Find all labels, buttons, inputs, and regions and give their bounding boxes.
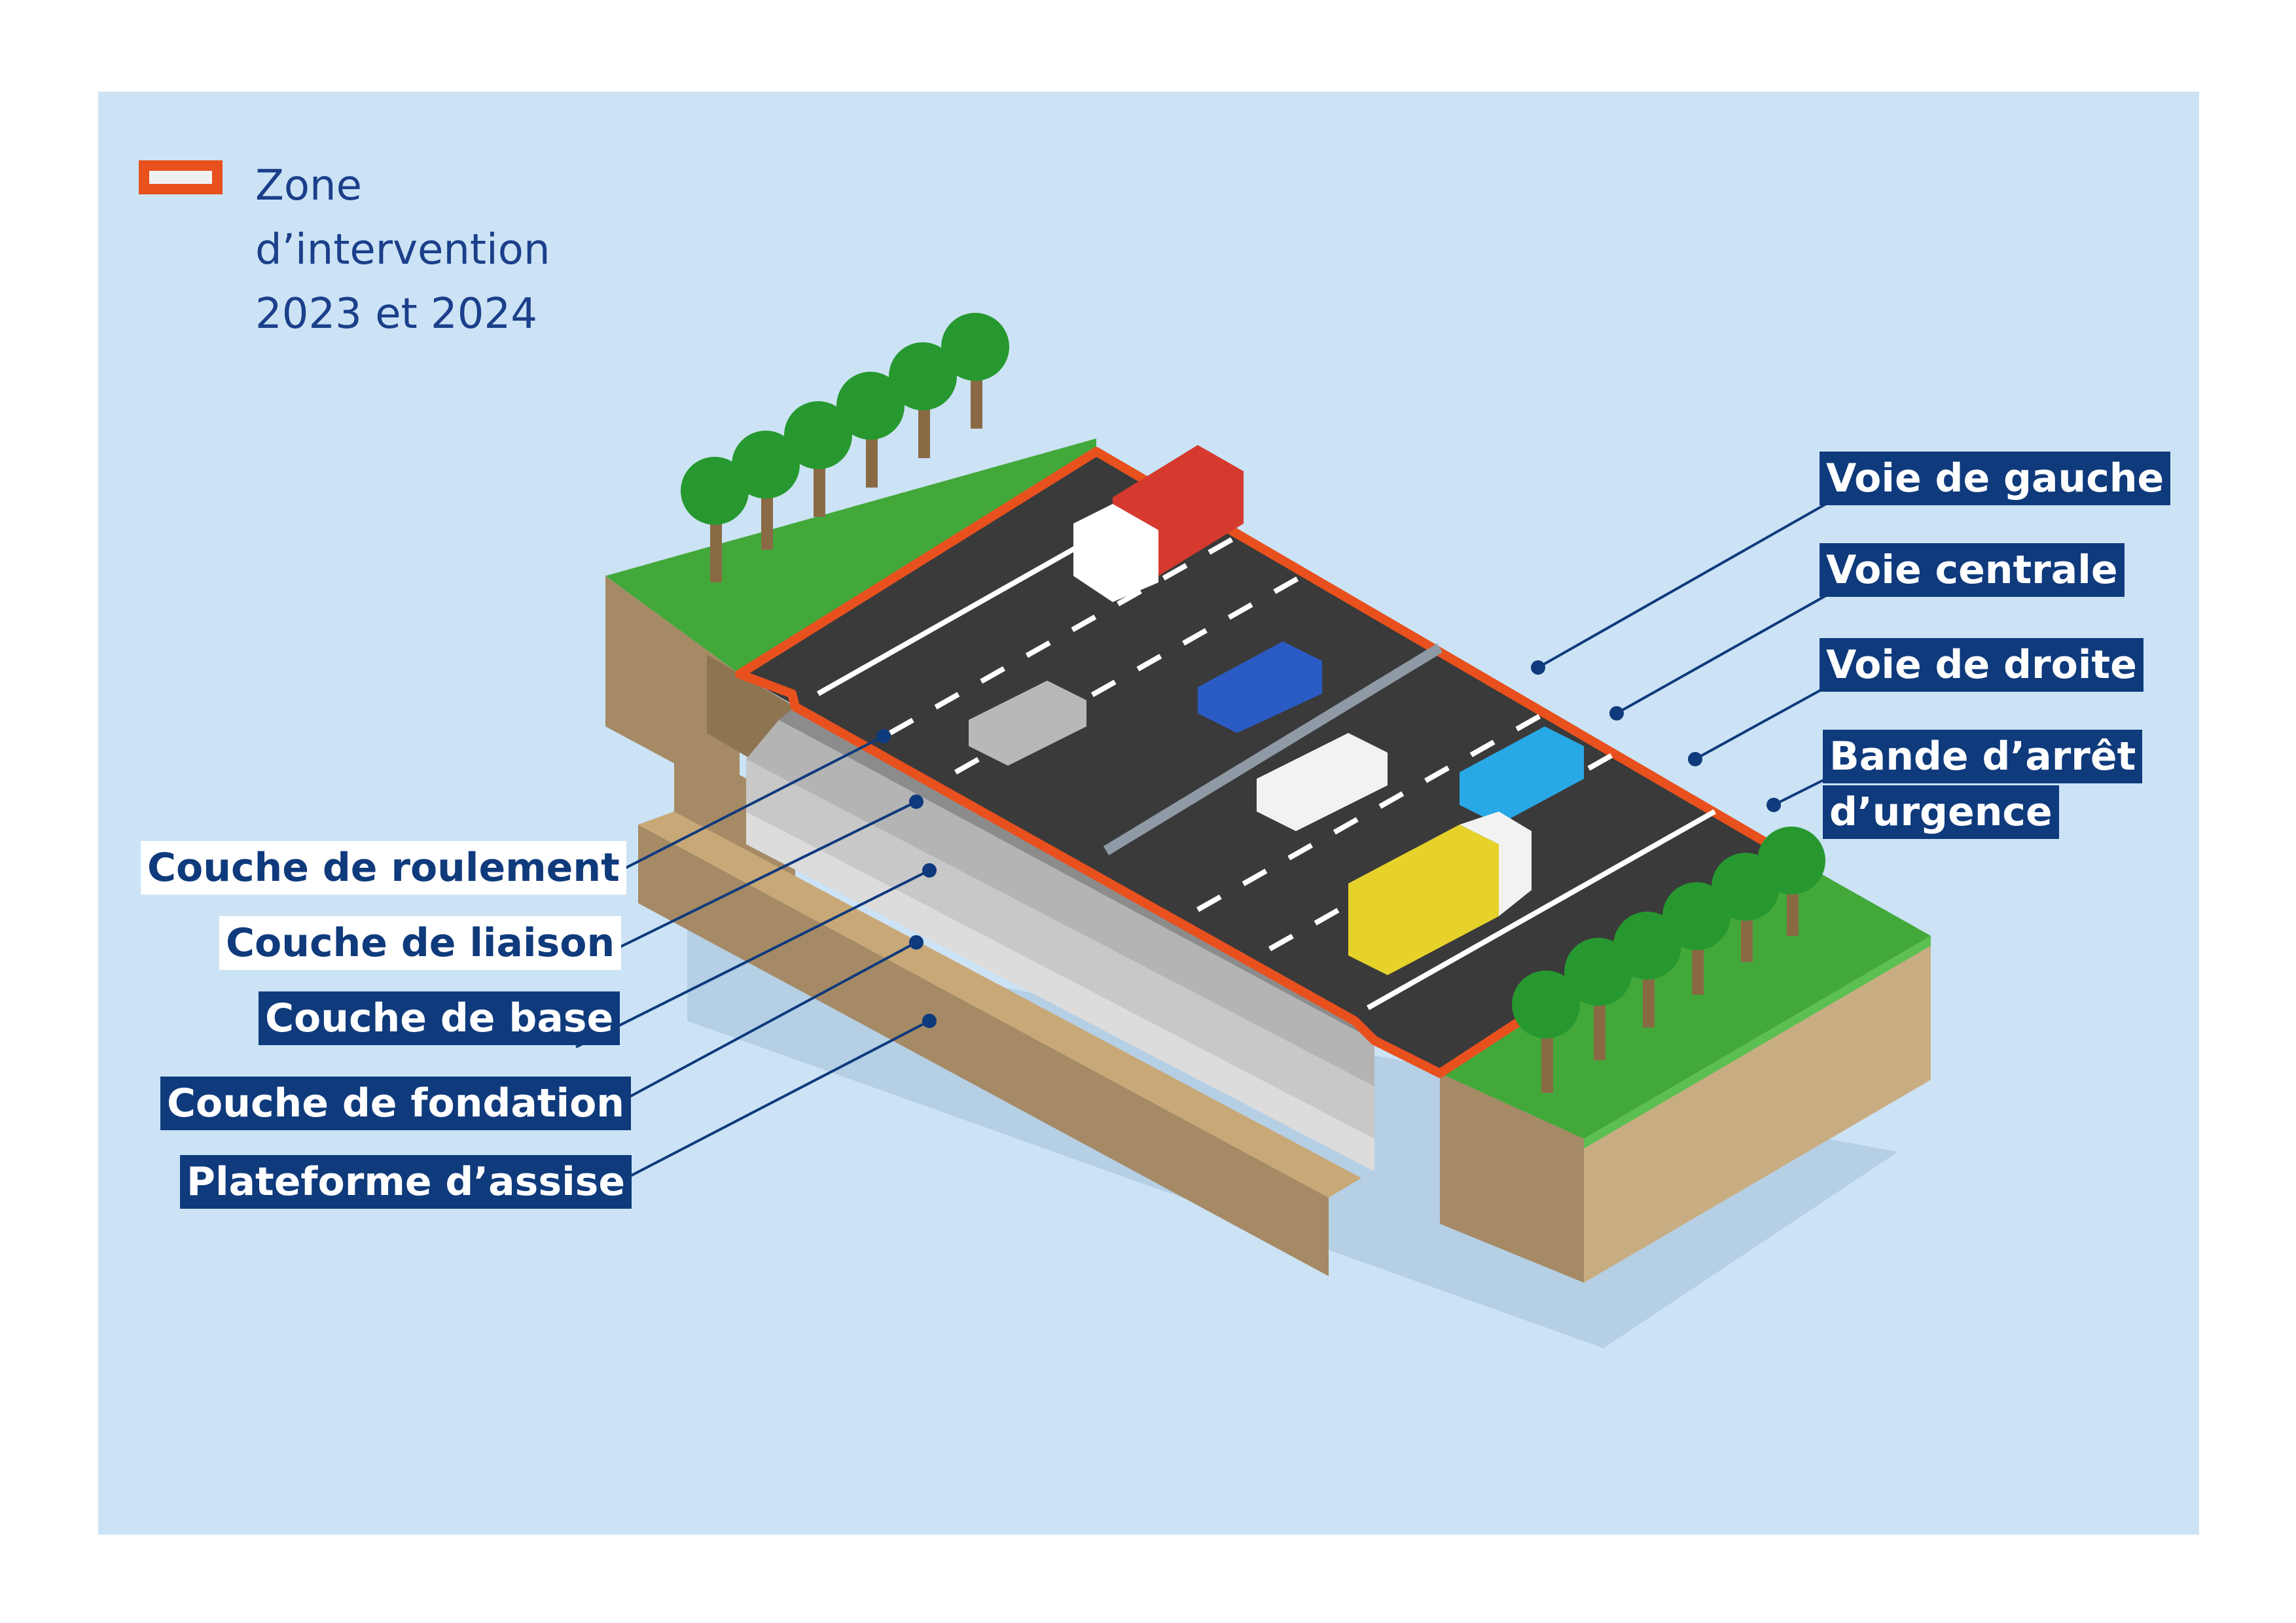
label-couche-de-liaison: Couche de liaison bbox=[219, 916, 622, 970]
soil-step-top bbox=[638, 812, 1361, 1198]
lane-leader-lines bbox=[1531, 503, 1827, 812]
label-voie-de-droite: Voie de droite bbox=[1820, 638, 2144, 692]
grey-car-illustration bbox=[969, 681, 1086, 766]
intervention-zone-legend: Zone d’intervention 2023 et 2024 bbox=[255, 154, 550, 346]
legend-line-3: 2023 et 2024 bbox=[255, 290, 537, 338]
label-voie-centrale: Voie centrale bbox=[1820, 543, 2125, 597]
right-grass-top bbox=[1440, 851, 1931, 1139]
red-truck-illustration bbox=[1073, 445, 1244, 602]
left-soil-front bbox=[605, 576, 740, 798]
label-couche-de-base: Couche de base bbox=[259, 991, 620, 1045]
label-couche-de-roulement: Couche de roulement bbox=[141, 841, 626, 895]
intervention-zone-outline bbox=[735, 447, 1785, 1078]
layer-base-face bbox=[746, 759, 1374, 1139]
legend-line-2: d’intervention bbox=[255, 226, 550, 274]
right-soil-front bbox=[1440, 1073, 1584, 1283]
tree-row-left bbox=[681, 313, 1009, 582]
layer-binder-face bbox=[746, 720, 1374, 1086]
label-bande-arret-line-1: Bande d’arrêt bbox=[1823, 730, 2143, 783]
layer-leader-lines bbox=[543, 729, 937, 1205]
white-car-illustration bbox=[1257, 733, 1388, 831]
blue-car-illustration bbox=[1198, 641, 1322, 733]
label-voie-de-gauche: Voie de gauche bbox=[1820, 452, 2171, 505]
right-soil-side bbox=[1584, 936, 1931, 1283]
light-blue-car-illustration bbox=[1460, 726, 1584, 825]
tree-row-right bbox=[1512, 827, 1825, 1093]
layer-foundation bbox=[746, 812, 1374, 1171]
median-barrier bbox=[1103, 643, 1443, 855]
label-bande-arret-line-2: d’urgence bbox=[1823, 785, 2059, 839]
layer-wearing-face bbox=[779, 707, 1374, 1041]
intervention-zone-legend-swatch bbox=[139, 160, 223, 194]
right-grass-edge bbox=[1584, 936, 1931, 1149]
soil-step-3 bbox=[638, 825, 1329, 1276]
left-grass-top bbox=[605, 438, 1096, 674]
label-couche-de-fondation: Couche de fondation bbox=[160, 1077, 632, 1130]
yellow-truck-illustration bbox=[1348, 812, 1532, 975]
label-plateforme-assise: Plateforme d’assise bbox=[180, 1155, 632, 1209]
lane-dash-1 bbox=[889, 534, 1238, 736]
lane-dash-3 bbox=[1196, 711, 1546, 912]
legend-line-1: Zone bbox=[255, 162, 362, 210]
edge-line-right bbox=[1367, 809, 1716, 1010]
